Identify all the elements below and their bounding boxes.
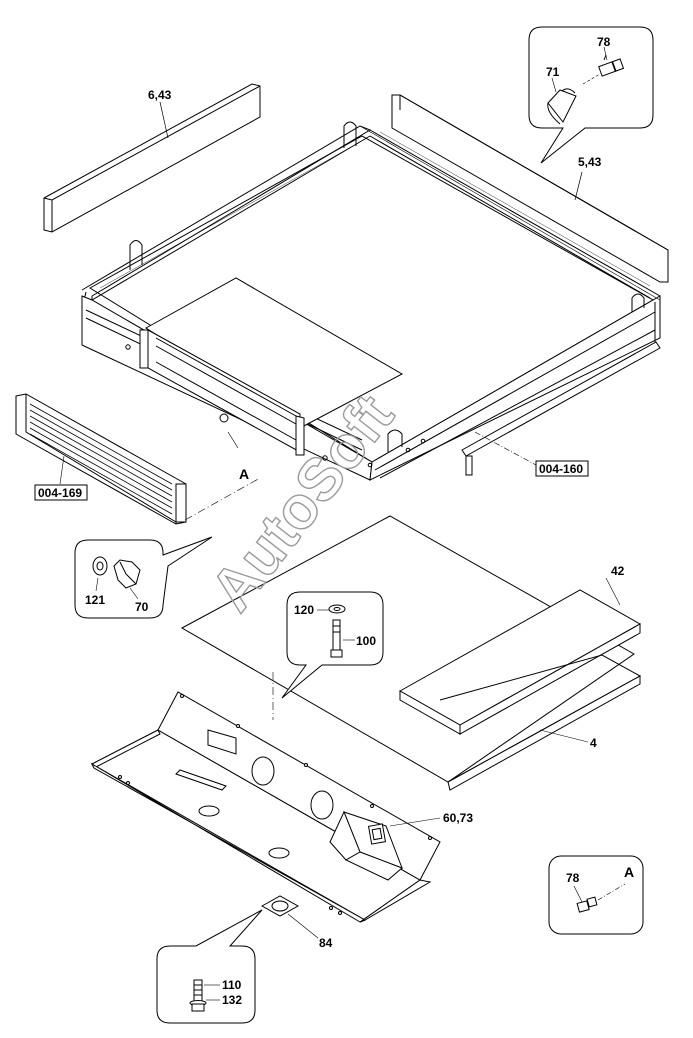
callout-bubble-bolt: 120 100 <box>281 591 384 699</box>
control-panel-60-73 <box>90 691 441 923</box>
callout-bubble-hose: 78 71 <box>528 26 654 164</box>
label-84: 84 <box>319 936 333 950</box>
rail-004-160 <box>461 341 661 476</box>
label-78-top: 78 <box>597 35 611 49</box>
ref-box-004-169 <box>34 484 88 501</box>
label-42: 42 <box>611 564 625 578</box>
hose-71-icon <box>547 89 577 123</box>
bolt-100-icon <box>330 619 343 658</box>
label-60-73: 60,73 <box>443 811 473 825</box>
detail-view-a: 78 A <box>548 855 644 935</box>
leader-42 <box>605 577 621 606</box>
leader-004-169 <box>59 455 65 485</box>
leader-6-43 <box>159 101 169 139</box>
label-004-169: 004-169 <box>38 486 82 500</box>
ref-box-004-160 <box>535 460 589 477</box>
side-panel-5-43 <box>391 94 669 283</box>
drawer-opening <box>139 277 404 456</box>
label-view-a-detail: A <box>624 864 634 880</box>
bolt-110-icon <box>189 979 207 1012</box>
callout-bubble-bolt-bottom: 110 132 <box>156 909 263 1024</box>
label-5-43: 5,43 <box>578 155 602 169</box>
label-78-detail: 78 <box>566 871 580 885</box>
label-004-160: 004-160 <box>539 462 583 476</box>
label-71: 71 <box>546 65 560 79</box>
side-panel-6-43 <box>43 83 261 233</box>
label-70: 70 <box>135 600 149 614</box>
gasket-84 <box>260 895 300 917</box>
leader-4 <box>539 729 589 743</box>
leader-5-43 <box>574 171 583 201</box>
grille-slats <box>29 403 173 515</box>
label-4: 4 <box>590 736 597 750</box>
label-view-a: A <box>239 466 249 482</box>
label-6-43: 6,43 <box>148 88 172 102</box>
bottom-sheet <box>180 515 635 783</box>
drawer-knob <box>219 413 229 423</box>
leader-60-73 <box>389 817 441 827</box>
label-121: 121 <box>85 593 105 607</box>
leader-84 <box>287 913 319 939</box>
label-100: 100 <box>356 634 376 648</box>
callout-bubble-knob: 121 70 <box>74 536 213 619</box>
grille-004-169 <box>15 393 187 525</box>
fitting-78-detail-icon <box>576 896 598 913</box>
fitting-78-icon <box>598 54 625 77</box>
board-42 <box>398 589 642 735</box>
lifting-handles <box>129 121 645 452</box>
leader-004-160 <box>474 431 537 466</box>
label-120: 120 <box>294 603 314 617</box>
leader-a <box>227 431 239 449</box>
label-110: 110 <box>222 978 242 992</box>
label-132: 132 <box>222 993 242 1007</box>
panel-4 <box>439 654 642 791</box>
